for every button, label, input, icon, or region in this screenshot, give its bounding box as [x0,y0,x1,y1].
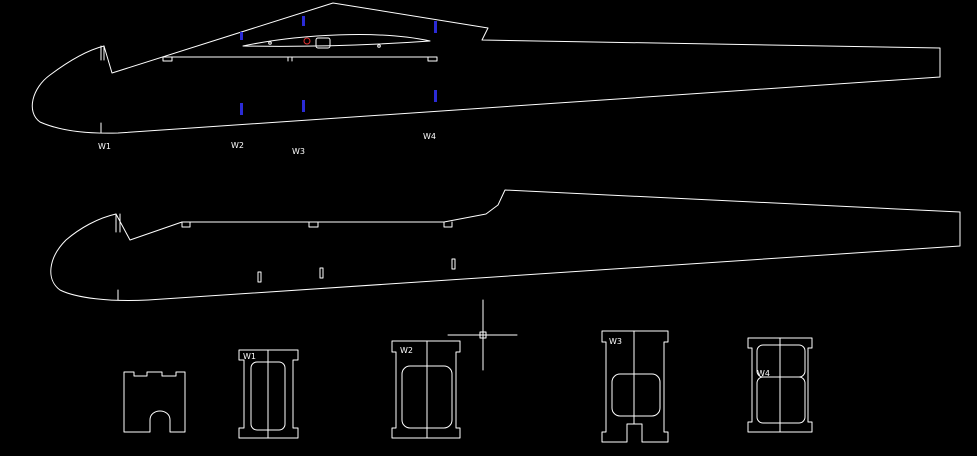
former-w4: W4 [747,337,813,433]
side-label-w1: W1 [98,142,111,151]
side-label-w4: W4 [423,132,436,141]
former-unlabeled [123,371,186,433]
fuselage-side-view-top: W1 W2 W3 W4 [31,2,941,156]
former-w2: W2 [391,340,461,439]
former-w3: W3 [601,330,669,443]
hole-marker [303,37,311,45]
former-marker [240,103,243,115]
former-marker [302,16,305,26]
former-label-w2: W2 [400,346,413,355]
side-label-w2: W2 [231,141,244,150]
former-marker [302,100,305,112]
former-label-w1: W1 [243,352,256,361]
fuselage-side-view-bottom [50,189,961,301]
former-w1: W1 [238,349,299,439]
former-label-w4: W4 [757,369,770,378]
crosshair-cursor[interactable] [447,299,518,371]
side-label-w3: W3 [292,147,305,156]
former-marker [434,21,437,33]
former-label-w3: W3 [609,337,622,346]
former-marker [240,32,243,40]
former-marker [434,90,437,102]
